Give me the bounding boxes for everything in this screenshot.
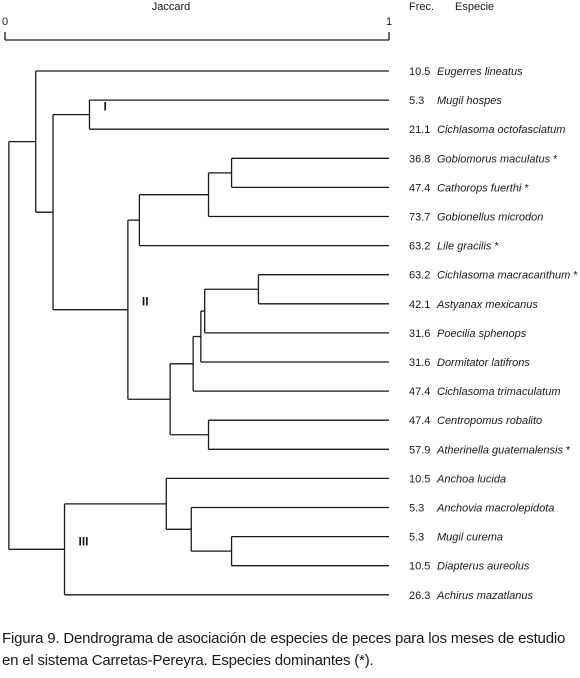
leaf-species: Achirus mazatlanus — [436, 590, 533, 602]
dominant-species-mark: * — [550, 153, 558, 165]
figure-caption: Figura 9. Dendrograma de asociación de e… — [2, 630, 566, 669]
leaf-species: Mugil curema — [437, 532, 503, 544]
leaf-species: Anchovia macrolepidota — [436, 503, 554, 515]
leaf-species: Cichlasoma trimaculatum — [437, 386, 560, 398]
leaf-frequency: 10.5 — [409, 66, 430, 78]
leaf-species: Lile gracilis * — [437, 241, 499, 253]
leaf-frequency: 73.7 — [409, 212, 430, 224]
dendrogram-branches — [8, 70, 389, 596]
leaf-frequency: 47.4 — [409, 182, 430, 194]
leaf-species: Anchoa lucida — [436, 473, 506, 485]
dominant-species-mark: * — [491, 241, 499, 253]
leaf-species: Cichlasoma macracanthum * — [437, 270, 578, 282]
group-label: II — [142, 295, 149, 309]
group-label: III — [79, 534, 89, 548]
leaf-species: Gobionellus microdon — [437, 212, 543, 224]
leaf-frequency: 5.3 — [409, 503, 424, 515]
leaf-frequency: 21.1 — [409, 124, 430, 136]
group-label: I — [103, 100, 106, 114]
leaf-frequency: 10.5 — [409, 473, 430, 485]
leaf-frequency: 10.5 — [409, 561, 430, 573]
leaf-species: Cichlasoma octofasciatum — [437, 124, 565, 136]
axis-title: Jaccard — [152, 1, 191, 13]
leaf-species: Diapterus aureolus — [437, 561, 530, 573]
leaf-frequency: 5.3 — [409, 95, 424, 107]
dendrogram: Jaccard 0 1 Frec. Especie 10.5 Eugerres l… — [2, 1, 578, 602]
leaf-species: Cathorops fuerthi * — [437, 182, 529, 194]
leaf-frequency: 47.4 — [409, 386, 430, 398]
similarity-axis — [4, 32, 390, 41]
dominant-species-mark: * — [563, 444, 571, 456]
axis-max-label: 1 — [386, 16, 392, 28]
leaf-frequency: 63.2 — [409, 270, 430, 282]
leaf-frequency: 63.2 — [409, 241, 430, 253]
leaf-species: Dormitator latifrons — [437, 357, 530, 369]
leaf-frequency: 26.3 — [409, 590, 430, 602]
leaf-frequency: 47.4 — [409, 415, 430, 427]
leaf-species: Mugil hospes — [437, 95, 502, 107]
leaf-species: Centropomus robalito — [437, 415, 542, 427]
leaf-frequency: 57.9 — [409, 444, 430, 456]
species-header: Especie — [455, 1, 494, 13]
axis-min-label: 0 — [2, 16, 8, 28]
frequency-header: Frec. — [409, 1, 434, 13]
leaf-species: Atherinella guatemalensis * — [436, 444, 571, 456]
leaf-species: Poecilia sphenops — [437, 328, 527, 340]
leaf-frequency: 36.8 — [409, 153, 430, 165]
leaf-species: Gobiomorus maculatus * — [437, 153, 558, 165]
leaf-frequency: 31.6 — [409, 328, 430, 340]
leaf-frequency: 5.3 — [409, 532, 424, 544]
dominant-species-mark: * — [570, 270, 578, 282]
leaf-labels: 10.5 Eugerres lineatus 5.3 Mugil hospes 21.1… — [409, 66, 578, 602]
leaf-species: Astyanax mexicanus — [436, 299, 538, 311]
leaf-frequency: 31.6 — [409, 357, 430, 369]
dominant-species-mark: * — [521, 182, 529, 194]
leaf-frequency: 42.1 — [409, 299, 430, 311]
leaf-species: Eugerres lineatus — [437, 66, 523, 78]
